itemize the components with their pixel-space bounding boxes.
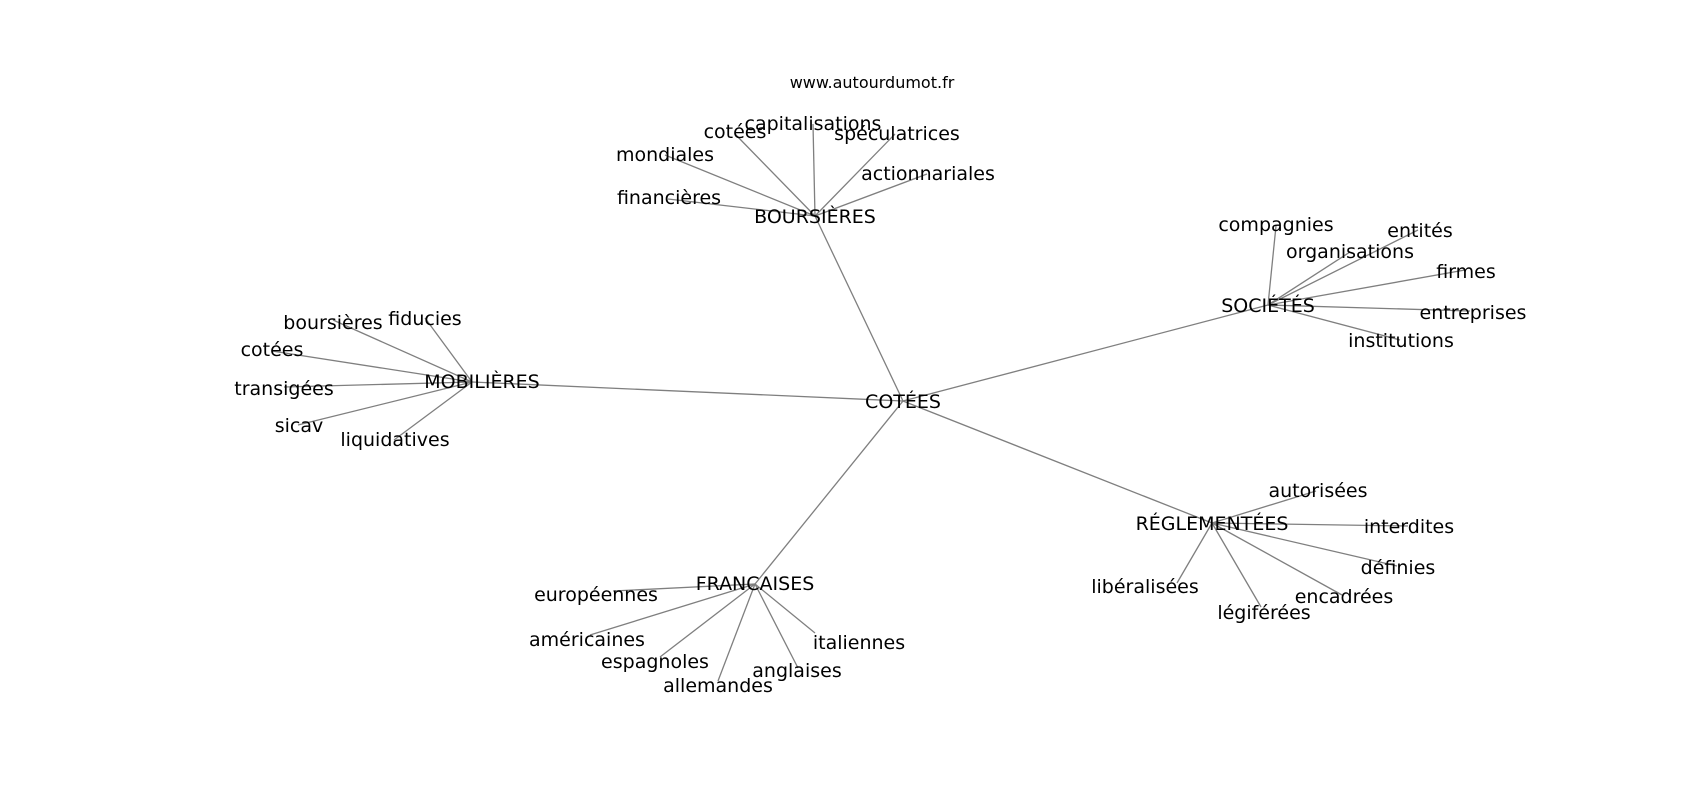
edge-mobilieres-transigees [283, 381, 473, 388]
hub-label-mobilieres: MOBILIÈRES [424, 370, 539, 393]
leaf-label: mondiales [616, 144, 714, 166]
leaf-label: anglaises [752, 660, 841, 682]
center-label: COTÉES [865, 390, 941, 413]
edge-mobilieres-fiducies [424, 317, 473, 383]
boursieres-edges [664, 123, 928, 217]
hub-edges [471, 215, 1269, 585]
societes-leaf-labels: compagnies entités organisations firmes … [1218, 214, 1526, 352]
edge-boursieres-financieres [667, 198, 816, 217]
hub-label-francaises: FRANCAISES [696, 573, 815, 595]
hub-label-societes: SOCIÉTÉS [1221, 294, 1315, 317]
mobilieres-leaf-labels: boursières fiducies cotées transigées si… [234, 308, 461, 451]
leaf-label: institutions [1348, 330, 1454, 352]
mobilieres-edges [271, 317, 473, 441]
leaf-label: définies [1361, 557, 1436, 579]
edge-center-francaises [754, 400, 904, 585]
leaf-label: organisations [1286, 241, 1414, 263]
edge-reglementees-legiferees [1211, 522, 1262, 608]
leaf-label: financières [617, 187, 721, 209]
edge-francaises-allemandes [717, 583, 756, 682]
edge-francaises-anglaises [754, 583, 799, 669]
edge-reglementees-autorisees [1211, 490, 1317, 524]
hub-label-boursieres: BOURSIÈRES [754, 205, 876, 228]
leaf-label: capitalisations [745, 113, 882, 135]
leaf-label: autorisées [1268, 480, 1367, 502]
leaf-label: interdites [1364, 516, 1454, 538]
leaf-label: entités [1387, 220, 1453, 242]
reglementees-edges [1176, 490, 1409, 608]
leaf-label: firmes [1436, 261, 1496, 283]
francaises-edges [589, 583, 816, 682]
edge-boursieres-speculatrices [814, 133, 896, 217]
hub-label-reglementees: RÉGLEMENTÉES [1136, 512, 1289, 535]
edge-mobilieres-liquidatives [393, 381, 473, 441]
leaf-label: compagnies [1218, 214, 1333, 236]
leaf-label: actionnariales [861, 163, 995, 185]
edge-boursieres-capitalisations [812, 123, 816, 217]
leaf-label: spéculatrices [834, 123, 960, 145]
edge-societes-firmes [1267, 269, 1466, 306]
leaf-label: boursières [283, 312, 382, 334]
francaises-leaf-labels: européennes américaines espagnoles allem… [529, 584, 905, 697]
source-url: www.autourdumot.fr [790, 73, 955, 92]
edge-boursieres-mondiales [664, 154, 816, 217]
leaf-label: européennes [534, 584, 658, 606]
edge-center-mobilieres [471, 381, 904, 402]
edge-reglementees-definies [1211, 522, 1398, 567]
reglementees-leaf-labels: autorisées interdites définies encadrées… [1091, 480, 1454, 624]
leaf-label: cotées [704, 121, 767, 143]
leaf-label: espagnoles [601, 651, 709, 673]
edge-francaises-europeennes [612, 583, 756, 592]
leaf-label: libéralisées [1091, 576, 1199, 598]
edge-societes-compagnies [1267, 225, 1277, 306]
edge-societes-entreprises [1267, 304, 1471, 312]
edge-center-societes [902, 304, 1269, 402]
edge-francaises-americaines [589, 583, 756, 636]
leaf-label: entreprises [1420, 302, 1527, 324]
leaf-label: encadrées [1295, 586, 1394, 608]
edge-reglementees-liberalisees [1176, 522, 1213, 584]
edge-center-reglementees [902, 400, 1213, 524]
edge-mobilieres-cotees [271, 350, 473, 383]
leaf-label: transigées [234, 378, 333, 400]
hub-labels: COTÉES BOURSIÈRES SOCIÉTÉS MOBILIÈRES RÉ… [424, 205, 1315, 595]
leaf-label: italiennes [813, 632, 905, 654]
edge-societes-organisations [1267, 251, 1351, 306]
leaf-label: fiducies [388, 308, 461, 330]
edge-francaises-italiennes [754, 583, 816, 634]
leaf-label: cotées [241, 339, 304, 361]
edge-reglementees-encadrees [1211, 522, 1343, 596]
leaf-label: liquidatives [340, 429, 449, 451]
leaf-label: sicav [275, 415, 324, 437]
edge-reglementees-interdites [1211, 522, 1409, 527]
edge-mobilieres-boursieres [332, 319, 473, 383]
edge-mobilieres-sicav [297, 381, 473, 426]
leaf-label: américaines [529, 629, 645, 651]
edge-francaises-espagnoles [659, 583, 756, 658]
edge-center-boursieres [814, 215, 904, 402]
edge-boursieres-cotees [734, 133, 816, 217]
leaf-label: légiférées [1217, 602, 1310, 624]
edge-boursieres-actionnariales [814, 173, 928, 217]
leaf-label: allemandes [663, 675, 773, 697]
edge-societes-institutions [1267, 304, 1401, 341]
boursieres-leaf-labels: cotées capitalisations spéculatrices mon… [616, 113, 995, 209]
societes-edges [1267, 225, 1471, 341]
edge-societes-entites [1267, 229, 1419, 306]
